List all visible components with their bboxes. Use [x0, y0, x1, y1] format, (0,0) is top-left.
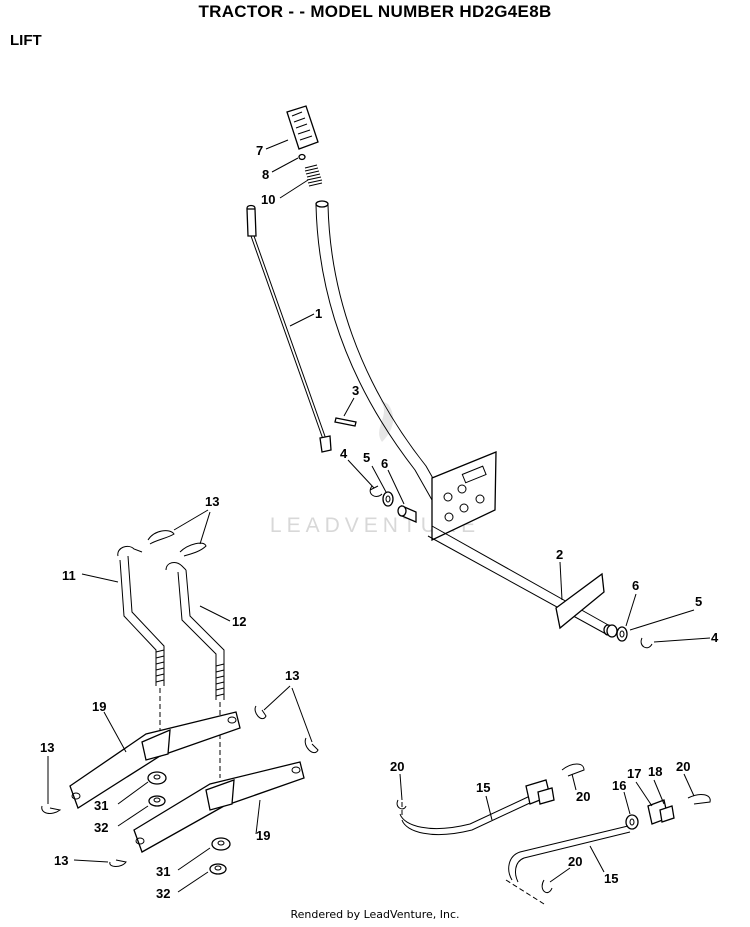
callouts: 7 8 10 1 3 4 5 6 2 6 5 4 13 11 12 13 19 …	[40, 143, 719, 901]
callout-31-upper: 31	[94, 798, 108, 813]
part-31-bushing-upper	[147, 771, 167, 785]
part-32-washer-upper	[148, 795, 166, 807]
callout-32-lower: 32	[156, 886, 170, 901]
callout-17: 17	[627, 766, 641, 781]
callout-10: 10	[261, 192, 275, 207]
part-3-pin	[334, 417, 357, 427]
callout-20-d: 20	[568, 854, 582, 869]
lift-handle-tube	[315, 200, 444, 501]
part-12-link	[165, 562, 225, 778]
callout-5-right: 5	[695, 594, 702, 609]
callout-18: 18	[648, 764, 662, 779]
part-13-hairpin-right	[254, 705, 319, 754]
part-8-pin	[298, 153, 306, 161]
part-15-rod-lower	[505, 825, 631, 905]
part-13-hairpin-upper	[147, 530, 207, 557]
callout-20-c: 20	[676, 759, 690, 774]
part-4-clip-left	[369, 485, 383, 497]
callout-13-lower: 13	[54, 853, 68, 868]
callout-19-upper: 19	[92, 699, 106, 714]
callout-4-left: 4	[340, 446, 348, 461]
part-6-bushing-right	[606, 624, 618, 638]
callout-13-left: 13	[40, 740, 54, 755]
callout-4-right: 4	[711, 630, 719, 645]
callout-19-lower: 19	[256, 828, 270, 843]
part-4-clip-right	[640, 637, 653, 649]
part-19-arm-upper	[69, 711, 241, 809]
part-32-washer-lower	[209, 863, 227, 875]
callout-12: 12	[232, 614, 246, 629]
callout-20-a: 20	[390, 759, 404, 774]
leader-lines	[47, 139, 711, 893]
callout-20-b: 20	[576, 789, 590, 804]
footer-credit: Rendered by LeadVenture, Inc.	[290, 908, 460, 921]
callout-15-upper: 15	[476, 780, 490, 795]
callout-11: 11	[62, 568, 76, 583]
part-5-washer-right	[616, 626, 628, 642]
part-13-hairpin-left	[41, 805, 127, 867]
callout-6-right: 6	[632, 578, 639, 593]
callout-31-lower: 31	[156, 864, 170, 879]
callout-13-upper: 13	[205, 494, 219, 509]
part-2-shaft	[427, 525, 613, 636]
callout-7: 7	[256, 143, 263, 158]
part-18-nut	[659, 805, 675, 823]
callout-2: 2	[556, 547, 563, 562]
watermark: LEADVENTURE	[270, 400, 480, 537]
part-20-pin-c	[687, 794, 711, 805]
part-31-bushing-lower	[211, 837, 231, 851]
part-5-washer-left	[382, 491, 394, 507]
callout-5-left: 5	[363, 450, 370, 465]
callout-8: 8	[262, 167, 269, 182]
callout-1: 1	[315, 306, 322, 321]
callout-32-upper: 32	[94, 820, 108, 835]
callout-16: 16	[612, 778, 626, 793]
page-title: TRACTOR - - MODEL NUMBER HD2G4E8B	[198, 2, 552, 21]
part-16-washer	[625, 814, 639, 830]
part-15-rod-upper	[399, 779, 555, 836]
part-10-spring	[304, 164, 323, 187]
part-1-rod	[246, 204, 332, 453]
part-20-pin-a	[396, 799, 407, 810]
callout-15-lower: 15	[604, 871, 618, 886]
callout-3: 3	[352, 383, 359, 398]
callout-6-left: 6	[381, 456, 388, 471]
section-title: LIFT	[10, 32, 42, 49]
part-20-pin-b	[561, 763, 585, 777]
part-7-grip	[286, 105, 319, 150]
lift-plate	[431, 451, 497, 542]
callout-13-right: 13	[285, 668, 299, 683]
part-11-link	[117, 545, 165, 760]
part-19-arm-lower	[133, 761, 305, 853]
part-20-pin-d	[541, 879, 553, 893]
watermark-text: LEADVENTURE	[270, 514, 480, 537]
part-6-bushing-left	[397, 505, 417, 523]
